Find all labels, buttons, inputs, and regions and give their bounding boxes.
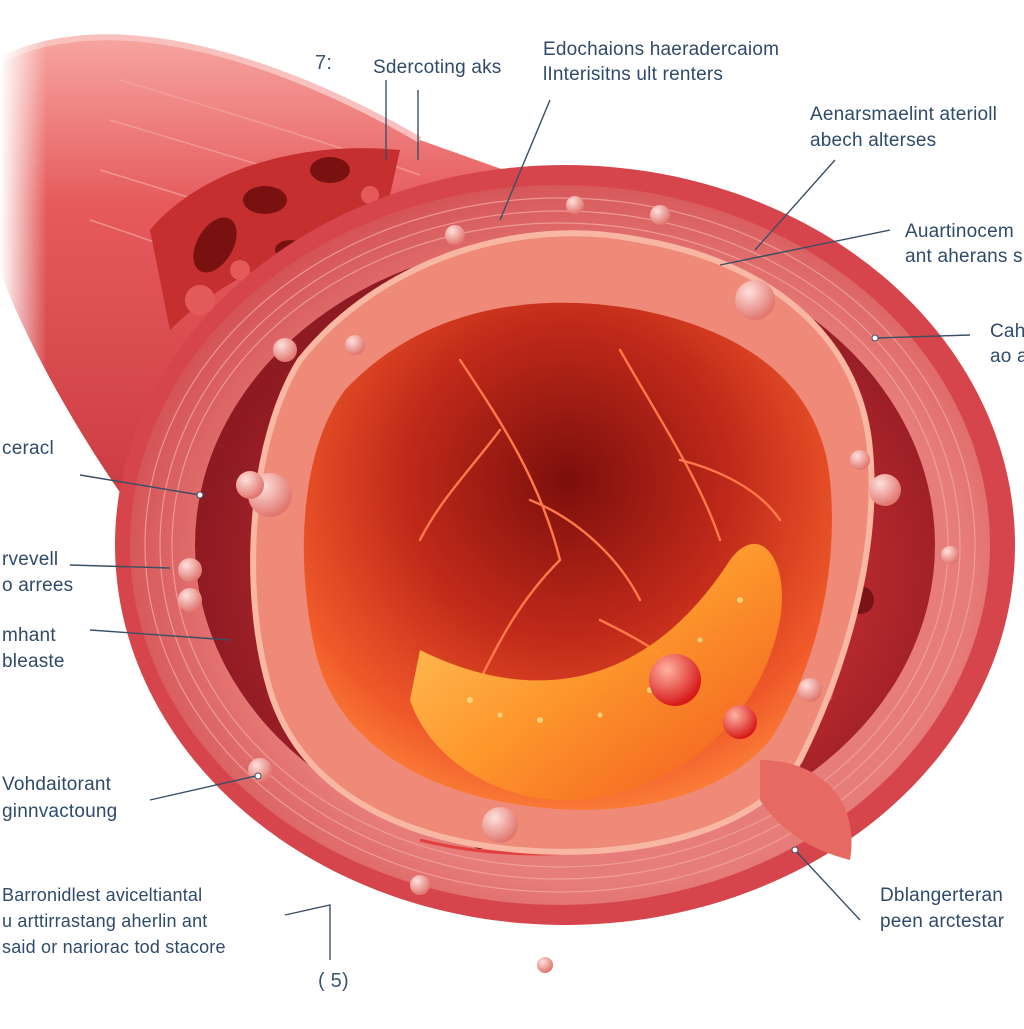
leader-line-left-3 [89,629,231,641]
label-left-3-line1: mhant [2,625,56,646]
label-bottom-right-line2: peen arctestar [880,911,1005,932]
label-number-bottom: ( 5) [318,970,349,992]
label-left-4-line1: Vohdaitorant [2,774,112,795]
label-bottom-left-line2: u arttirrastang aherlin ant [2,911,208,931]
leader-line-right-1 [754,159,836,251]
label-right-1-line1: Aenarsmaelint aterioll [810,104,998,125]
blood-droplet-small [723,705,757,739]
label-top-left: Sdercoting aks [373,57,502,78]
leader-line-right-3 [874,334,971,339]
label-right-2-line2: ant aherans s [905,246,1023,267]
leader-line-bottom-right [794,849,861,921]
leader-line-left-2 [69,564,171,569]
label-left-2-line2: o arrees [2,575,74,596]
label-top-center-line1: Edochaions haeradercaiom [543,39,780,60]
blood-droplet-large [649,654,701,706]
label-bottom-left-line1: Barronidlest aviceltiantal [2,885,203,905]
leader-line-bottom-left [284,904,331,960]
plaque-deposit [410,543,782,801]
leader-line-right-2 [719,229,891,266]
label-right-1-line2: abech alterses [810,130,937,151]
leader-line-top-center [499,99,551,221]
label-number-top: 7: [315,52,333,74]
label-top-center-line2: lInterisitns ult renters [543,64,724,85]
label-left-2-line1: rvevell [2,549,59,570]
label-right-3-line1: Cah [990,321,1024,342]
label-right-3-line2: ao a [990,346,1024,367]
label-left-4-line2: ginnvactoung [2,801,118,822]
label-right-2-line1: Auartinocem [905,221,1014,242]
label-bottom-left-line3: said or nariorac tod stacore [2,937,226,957]
leader-line-left-4 [149,774,261,801]
label-left-1: ceracl [2,438,54,459]
label-left-3-line2: bleaste [2,651,65,672]
label-bottom-right-line1: Dblangerteran [880,885,1004,906]
leader-line-left-1 [79,474,201,496]
